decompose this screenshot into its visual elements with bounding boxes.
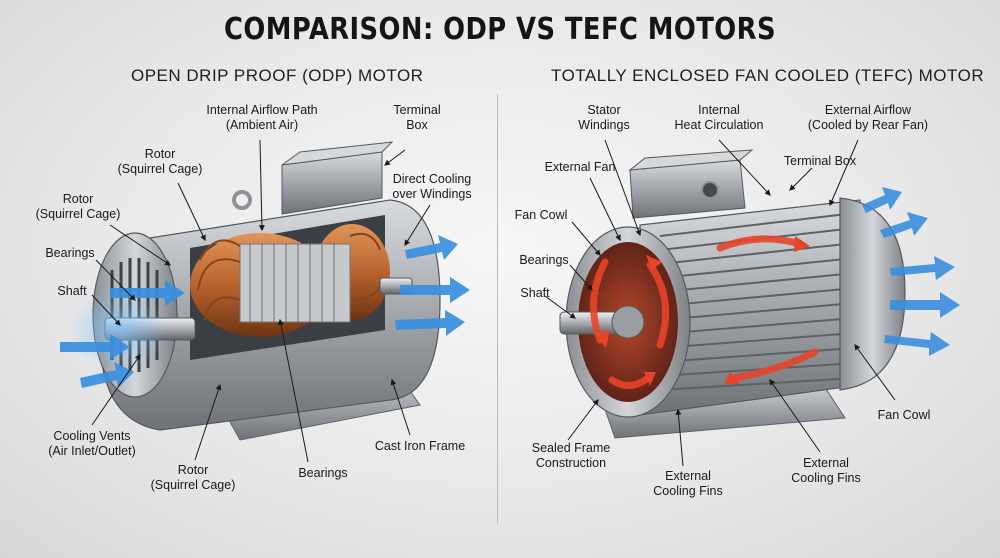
label-external-airflow: External Airflow(Cooled by Rear Fan): [807, 103, 929, 132]
tefc-motor: [559, 149, 960, 439]
label-tefc-shaft: Shaft: [520, 286, 550, 300]
label-tefc-bearings: Bearings: [519, 253, 569, 267]
label-odp-shaft: Shaft: [57, 284, 87, 298]
label-external-fan: External Fan: [544, 160, 616, 174]
label-odp-rotor-top: Rotor(Squirrel Cage): [117, 147, 203, 176]
label-odp-rotor-left: Rotor(Squirrel Cage): [35, 192, 121, 221]
label-tefc-terminal-box: Terminal Box: [783, 154, 857, 168]
label-odp-bearings-bottom: Bearings: [298, 466, 348, 480]
odp-subtitle: OPEN DRIP PROOF (ODP) MOTOR: [131, 66, 424, 85]
leader-lines: [91, 139, 896, 467]
label-tefc-fan-cowl-right: Fan Cowl: [877, 408, 931, 422]
label-cooling-vents: Cooling Vents(Air Inlet/Outlet): [48, 429, 136, 458]
panel-divider: [497, 94, 498, 524]
label-cast-iron-frame: Cast Iron Frame: [374, 439, 466, 453]
label-tefc-fan-cowl-left: Fan Cowl: [514, 208, 568, 222]
page-title: COMPARISON: ODP VS TEFC MOTORS: [224, 12, 776, 47]
label-internal-airflow-path: Internal Airflow Path(Ambient Air): [206, 103, 318, 132]
label-odp-rotor-bottom: Rotor(Squirrel Cage): [150, 463, 236, 492]
odp-motor: [60, 141, 470, 441]
tefc-subtitle: TOTALLY ENCLOSED FAN COOLED (TEFC) MOTOR: [551, 66, 985, 85]
label-odp-bearings: Bearings: [45, 246, 95, 260]
